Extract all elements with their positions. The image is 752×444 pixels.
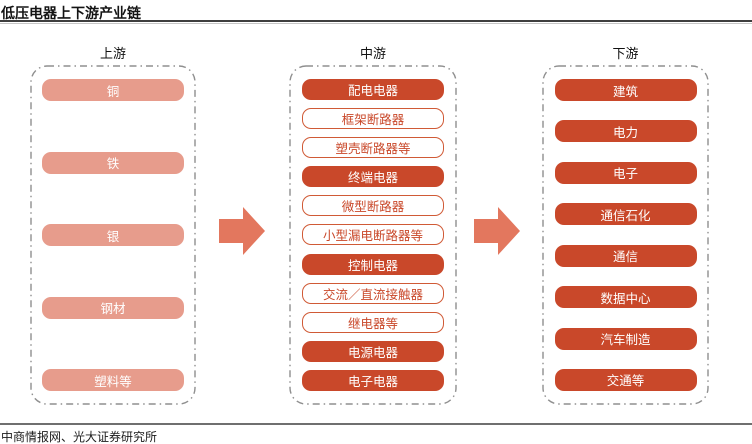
dash-dot-border <box>542 65 709 405</box>
column-container: 建筑电力电子通信石化通信数据中心汽车制造交通等 <box>542 65 709 405</box>
title-divider-light <box>0 23 752 24</box>
chain-item: 电子电器 <box>302 369 444 391</box>
chain-item: 终端电器 <box>302 166 444 188</box>
chain-item: 铜 <box>42 79 184 101</box>
chain-item: 电子 <box>554 161 697 184</box>
chain-item: 继电器等 <box>302 311 444 333</box>
title-divider <box>0 20 752 22</box>
chain-item: 铁 <box>42 151 184 174</box>
column-container: 铜铁银钢材塑料等 <box>30 65 196 405</box>
arrow-midstream-to-downstream-icon <box>474 207 520 255</box>
chain-item: 电源电器 <box>302 340 444 362</box>
column-label: 下游 <box>612 47 639 62</box>
column-items: 配电电器框架断路器塑壳断路器等终端电器微型断路器小型漏电断路器等控制电器交流／直… <box>289 65 457 405</box>
chain-item: 交流／直流接触器 <box>302 282 444 304</box>
chain-item: 数据中心 <box>554 286 697 309</box>
chain-item: 小型漏电断路器等 <box>302 224 444 246</box>
chain-item: 通信 <box>554 244 697 267</box>
chain-item: 通信石化 <box>554 203 697 226</box>
chain-item: 控制电器 <box>302 253 444 275</box>
chain-item: 框架断路器 <box>302 108 444 130</box>
column-container: 配电电器框架断路器塑壳断路器等终端电器微型断路器小型漏电断路器等控制电器交流／直… <box>289 65 457 405</box>
chain-item: 建筑 <box>554 79 697 101</box>
chain-item: 塑料等 <box>42 369 184 391</box>
column-items: 建筑电力电子通信石化通信数据中心汽车制造交通等 <box>542 65 709 405</box>
chain-item: 电力 <box>554 120 697 143</box>
column-items: 铜铁银钢材塑料等 <box>30 65 196 405</box>
dash-dot-border <box>289 65 457 405</box>
chain-item: 汽车制造 <box>554 327 697 350</box>
chain-item: 钢材 <box>42 296 184 319</box>
column-label: 中游 <box>359 47 386 62</box>
footer-divider <box>0 423 752 425</box>
column-label: 上游 <box>99 47 126 62</box>
chain-item: 塑壳断路器等 <box>302 137 444 159</box>
chain-item: 银 <box>42 224 184 246</box>
chain-item: 微型断路器 <box>302 195 444 217</box>
source-note: 中商情报网、光大证券研究所 <box>1 430 158 444</box>
arrow-upstream-to-midstream-icon <box>219 207 265 255</box>
chain-item: 配电电器 <box>302 79 444 100</box>
dash-dot-border <box>30 65 196 405</box>
chain-item: 交通等 <box>554 368 697 391</box>
page-title: 低压电器上下游产业链 <box>1 6 141 22</box>
